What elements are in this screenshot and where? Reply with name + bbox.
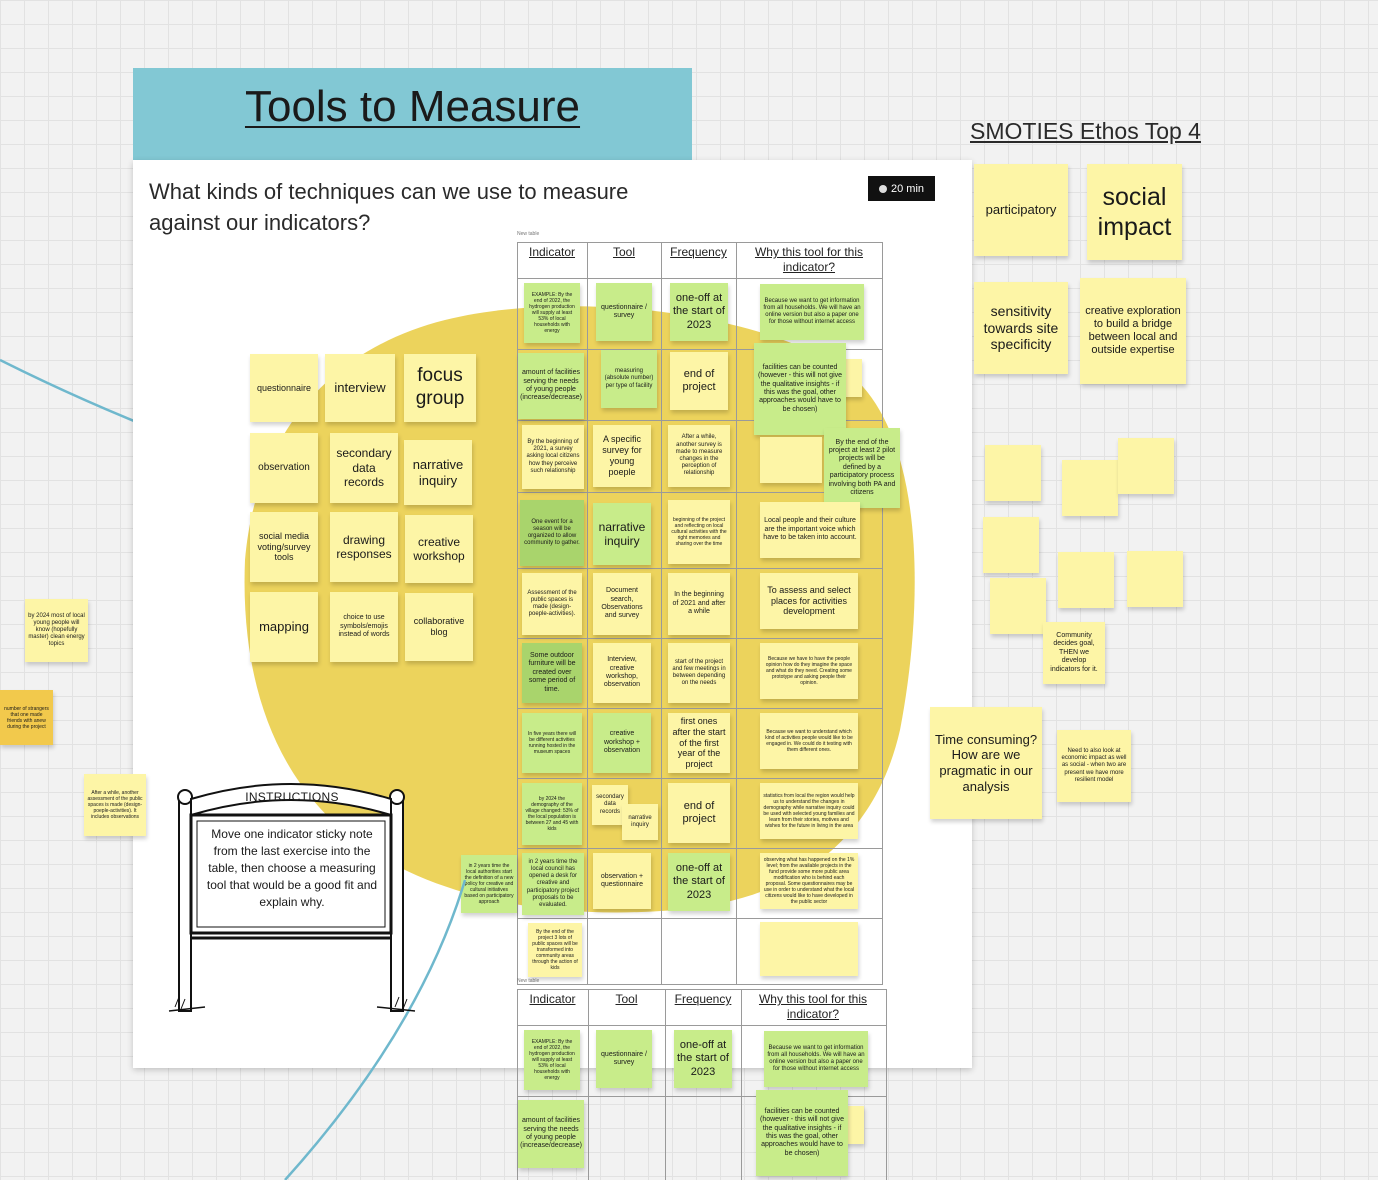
- tool-note[interactable]: Document search, Observations and survey: [593, 573, 651, 635]
- why-note[interactable]: facilities can be counted (however - thi…: [756, 1090, 848, 1176]
- sticky-note[interactable]: interview: [325, 354, 395, 422]
- table1-header-why: Why this tool for this indicator?: [754, 245, 864, 274]
- sticky-note[interactable]: social impact: [1087, 164, 1182, 260]
- placeholder-note[interactable]: [760, 922, 858, 976]
- indicator-note[interactable]: in 2 years time the local council has op…: [522, 853, 584, 915]
- sticky-note[interactable]: by 2024 most of local young people will …: [25, 599, 88, 662]
- sticky-note[interactable]: number of strangers that one made friend…: [0, 690, 53, 745]
- indicator-note[interactable]: Some outdoor furniture will be created o…: [522, 643, 582, 703]
- indicator-note[interactable]: amount of facilities serving the needs o…: [518, 353, 584, 419]
- frequency-note[interactable]: end of project: [668, 783, 730, 843]
- blank-sticky-note[interactable]: [983, 517, 1039, 573]
- sticky-note[interactable]: secondary data records: [330, 433, 398, 503]
- timer-icon: [878, 184, 887, 193]
- blank-sticky-note[interactable]: [985, 445, 1041, 501]
- why-note[interactable]: Because we have to have the people opini…: [760, 643, 858, 699]
- question-text: What kinds of techniques can we use to m…: [149, 179, 629, 235]
- sticky-note[interactable]: narrative inquiry: [404, 440, 472, 505]
- frequency-note[interactable]: one-off at the start of 2023: [670, 283, 728, 341]
- instructions-text: Move one indicator sticky note from the …: [206, 827, 378, 909]
- indicator-note[interactable]: EXAMPLE: By the end of 2022, the hydroge…: [524, 1030, 580, 1090]
- why-note[interactable]: To assess and select places for activiti…: [760, 573, 858, 629]
- table1-header-tool: Tool: [612, 245, 635, 259]
- timer-label: 20 min: [890, 182, 925, 195]
- indicator-note[interactable]: in 2 years time the local authorities st…: [461, 855, 517, 913]
- tool-note[interactable]: observation + questionnaire: [593, 853, 651, 909]
- blank-sticky-note[interactable]: [1058, 552, 1114, 608]
- sticky-note[interactable]: collaborative blog: [405, 593, 473, 661]
- why-note[interactable]: Because we want to get information from …: [760, 284, 864, 340]
- sticky-note[interactable]: observation: [250, 433, 318, 503]
- why-note[interactable]: Because we want to understand which kind…: [760, 713, 858, 769]
- why-note[interactable]: statistics from local the region would h…: [760, 783, 858, 839]
- ethos-heading: SMOTIES Ethos Top 4: [970, 118, 1201, 144]
- why-note[interactable]: facilities can be counted (however - thi…: [754, 343, 846, 435]
- indicator-note[interactable]: by 2024 the demography of the village ch…: [522, 783, 582, 845]
- tool-note[interactable]: A specific survey for young poeple: [593, 425, 651, 487]
- sticky-note[interactable]: Time consuming? How are we pragmatic in …: [930, 707, 1042, 819]
- table2-caption: New table: [517, 978, 540, 984]
- sticky-note[interactable]: questionnaire: [250, 354, 318, 422]
- timer-badge[interactable]: 20 min: [868, 176, 935, 201]
- indicator-note[interactable]: In five years there will be different ac…: [522, 713, 582, 773]
- indicator-note[interactable]: amount of facilities serving the needs o…: [518, 1100, 584, 1168]
- indicator-note[interactable]: By the end of the project 3 lots of publ…: [528, 923, 582, 977]
- sticky-note[interactable]: Community decides goal, THEN we develop …: [1043, 622, 1105, 684]
- frequency-note[interactable]: beginning of the project and reflecting …: [668, 500, 730, 564]
- tool-note[interactable]: narrative inquiry: [622, 804, 658, 840]
- frequency-note[interactable]: one-off at the start of 2023: [668, 853, 730, 911]
- page-title: Tools to Measure: [244, 82, 581, 131]
- table2-header-tool: Tool: [615, 992, 638, 1006]
- frequency-note[interactable]: In the beginning of 2021 and after a whi…: [668, 573, 730, 635]
- blank-sticky-note[interactable]: [1062, 460, 1118, 516]
- placeholder-note[interactable]: [760, 437, 822, 483]
- frequency-note[interactable]: end of project: [670, 352, 728, 410]
- table1-header-frequency: Frequency: [670, 245, 727, 259]
- indicator-note[interactable]: EXAMPLE: By the end of 2022, the hydroge…: [524, 283, 580, 343]
- tool-note[interactable]: questionnaire / survey: [596, 283, 652, 341]
- sticky-note[interactable]: creative workshop: [405, 515, 473, 583]
- table1-header-indicator: Indicator: [528, 245, 576, 259]
- blank-sticky-note[interactable]: [1118, 438, 1174, 494]
- table1-caption: New table: [517, 231, 540, 237]
- instructions-title: INSTRUCTIONS: [245, 790, 339, 804]
- frequency-note[interactable]: one-off at the start of 2023: [674, 1030, 732, 1088]
- indicator-note[interactable]: By the beginning of 2021, a survey askin…: [522, 425, 584, 489]
- sticky-note[interactable]: focus group: [404, 354, 476, 422]
- indicator-note[interactable]: One event for a season will be organized…: [520, 500, 584, 566]
- sticky-note[interactable]: social media voting/survey tools: [250, 512, 318, 582]
- title-header-bar[interactable]: [133, 68, 692, 160]
- why-note[interactable]: observing what has happened on the 1% le…: [760, 853, 858, 909]
- tool-note[interactable]: questionnaire / survey: [596, 1030, 652, 1088]
- sticky-note[interactable]: After a while, another assessment of the…: [84, 774, 146, 836]
- sticky-note[interactable]: sensitivity towards site specificity: [974, 282, 1068, 374]
- sticky-note[interactable]: Need to also look at economic impact as …: [1057, 730, 1131, 802]
- table2-header-frequency: Frequency: [674, 992, 732, 1006]
- blank-sticky-note[interactable]: [990, 578, 1046, 634]
- blank-sticky-note[interactable]: [1127, 551, 1183, 607]
- tool-note[interactable]: Interview, creative workshop, observatio…: [593, 643, 651, 703]
- why-note[interactable]: Local people and their culture are the i…: [760, 502, 860, 558]
- table2-header-indicator: Indicator: [529, 992, 576, 1006]
- sticky-note[interactable]: participatory: [974, 164, 1068, 256]
- sticky-note[interactable]: creative exploration to build a bridge b…: [1080, 278, 1186, 384]
- frequency-note[interactable]: first ones after the start of the first …: [668, 713, 730, 773]
- instructions-signboard: [168, 783, 416, 1012]
- why-note[interactable]: By the end of the project at least 2 pil…: [824, 428, 900, 508]
- frequency-note[interactable]: After a while, another survey is made to…: [668, 425, 730, 487]
- indicator-note[interactable]: Assessment of the public spaces is made …: [522, 573, 582, 635]
- tool-note[interactable]: measuring (absolute number) per type of …: [601, 350, 657, 408]
- sticky-note[interactable]: drawing responses: [330, 512, 398, 582]
- table2-header-why: Why this tool for this indicator?: [758, 992, 868, 1021]
- sticky-note[interactable]: choice to use symbols/emojis instead of …: [330, 592, 398, 662]
- frequency-note[interactable]: start of the project and few meetings in…: [668, 643, 730, 703]
- tool-note[interactable]: creative workshop + observation: [593, 713, 651, 773]
- why-note[interactable]: Because we want to get information from …: [764, 1031, 868, 1087]
- sticky-note[interactable]: mapping: [250, 592, 318, 662]
- tool-note[interactable]: narrative inquiry: [593, 503, 651, 565]
